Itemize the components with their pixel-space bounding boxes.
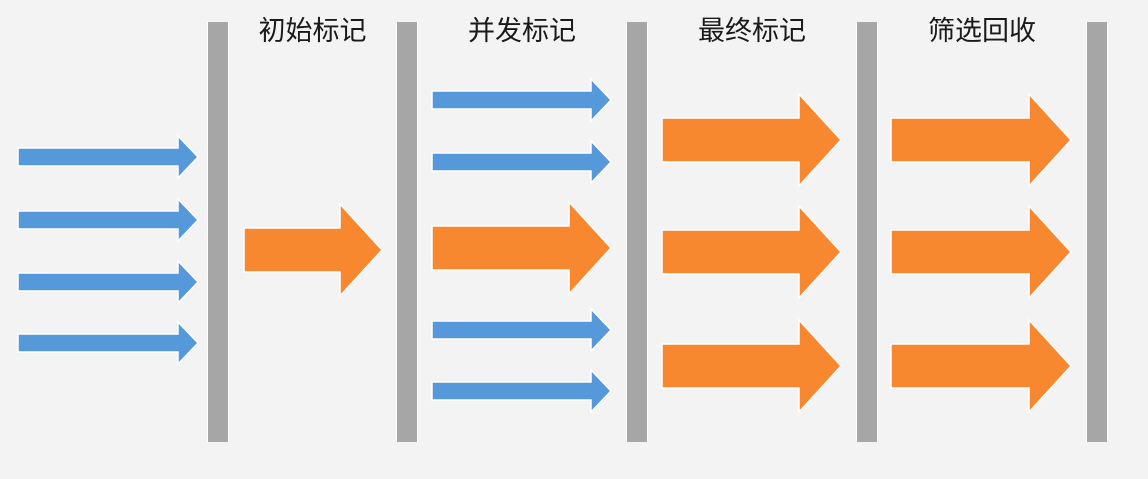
gc-thread-arrow <box>243 202 384 298</box>
arrow-shape <box>661 204 843 300</box>
arrow-shape <box>431 77 613 123</box>
app-thread-arrow <box>17 320 200 366</box>
arrow-shape <box>890 204 1073 300</box>
gc-thread-arrow <box>661 204 843 300</box>
arrow-shape <box>17 197 200 243</box>
arrow-shape <box>243 202 384 298</box>
arrow-shape <box>17 259 200 305</box>
arrow-shape <box>661 92 843 188</box>
phase-label-concurrent-mark: 并发标记 <box>468 16 576 47</box>
phase-label-remark: 最终标记 <box>698 16 806 47</box>
arrow-shape <box>890 318 1073 414</box>
app-thread-arrow <box>17 134 200 180</box>
arrow-shape <box>431 368 613 414</box>
gc-thread-arrow <box>890 318 1073 414</box>
gc-thread-arrow <box>661 92 843 188</box>
app-thread-arrow <box>431 368 613 414</box>
app-thread-arrow <box>17 259 200 305</box>
phase-barrier <box>857 22 877 442</box>
app-thread-arrow <box>431 139 613 185</box>
gc-thread-arrow <box>890 204 1073 300</box>
phase-barrier <box>1087 22 1107 442</box>
phase-label-initial-mark: 初始标记 <box>258 16 367 47</box>
gc-thread-arrow <box>890 92 1073 188</box>
arrow-shape <box>17 320 200 366</box>
phase-barrier <box>627 22 647 442</box>
app-thread-arrow <box>431 307 613 353</box>
arrow-shape <box>661 318 843 414</box>
arrow-shape <box>431 307 613 353</box>
gc-thread-arrow <box>661 318 843 414</box>
phase-barrier <box>208 22 228 442</box>
gc-thread-arrow <box>431 200 613 296</box>
phase-label-cleanup: 筛选回收 <box>928 16 1036 47</box>
phase-barrier <box>397 22 417 442</box>
app-thread-arrow <box>17 197 200 243</box>
arrow-shape <box>431 139 613 185</box>
arrow-shape <box>17 134 200 180</box>
app-thread-arrow <box>431 77 613 123</box>
arrow-shape <box>431 200 613 296</box>
arrow-shape <box>890 92 1073 188</box>
